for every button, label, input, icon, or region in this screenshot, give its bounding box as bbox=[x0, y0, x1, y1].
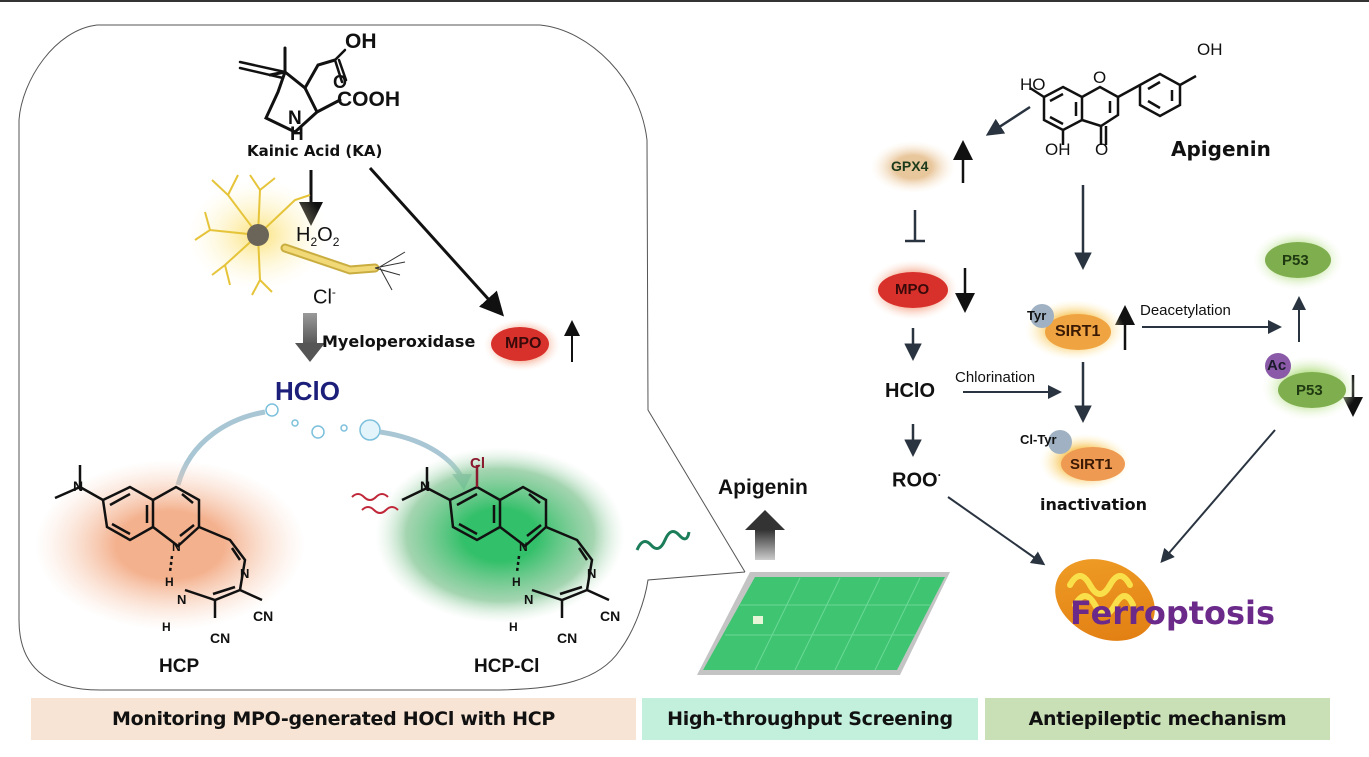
ka-n-label: N bbox=[288, 108, 302, 129]
hclo-right-label: HClO bbox=[885, 380, 935, 402]
hcp-cn1: CN bbox=[253, 608, 274, 624]
hcpcl-cn2: CN bbox=[557, 630, 578, 646]
gray-down-arrow bbox=[295, 313, 325, 362]
hcpcl-n-imine: N bbox=[587, 566, 597, 581]
hcp-n-dimethyl: N bbox=[73, 478, 84, 494]
hcpcl-cn1: CN bbox=[600, 608, 621, 624]
screening-hit-label: Apigenin bbox=[718, 476, 808, 499]
roo-main: ROO bbox=[892, 469, 938, 492]
p53-ac-shape bbox=[1278, 372, 1346, 408]
neuron-illustration bbox=[188, 174, 406, 296]
hcpcl-h2: H bbox=[509, 620, 518, 634]
ac-circle bbox=[1265, 353, 1291, 379]
arrow-apigenin-to-gpx4 bbox=[985, 105, 1031, 136]
apigenin-structure bbox=[1029, 72, 1197, 145]
hclo-bubbles bbox=[265, 403, 381, 441]
hcp-h2: H bbox=[162, 620, 171, 634]
ka-cooh-label: COOH bbox=[337, 88, 400, 111]
mpo-badge-label: MPO bbox=[505, 335, 542, 352]
arrow-roo-to-ferroptosis bbox=[947, 496, 1046, 566]
hcp-n-ring: N bbox=[172, 540, 181, 554]
hit-up-arrow bbox=[745, 510, 785, 560]
hcpcl-green-cloud bbox=[375, 447, 625, 623]
banner-mechanism: Antiepileptic mechanism bbox=[985, 698, 1330, 740]
chlorination-label: Chlorination bbox=[955, 369, 1036, 386]
h2o2-h: H bbox=[296, 224, 311, 246]
cltyr-label: Cl-Tyr bbox=[1020, 432, 1057, 447]
tyr-label: Tyr bbox=[1027, 308, 1047, 323]
chloride-charge: - bbox=[331, 285, 336, 299]
ferroptosis-label: Ferroptosis bbox=[1070, 594, 1276, 632]
hcpcl-structure bbox=[401, 465, 610, 618]
apigenin-o-ring: O bbox=[1093, 68, 1107, 87]
h2o2-label: H2O2 bbox=[296, 224, 339, 249]
hcpcl-n-dimethyl: N bbox=[420, 478, 431, 494]
cltyr-circle bbox=[1048, 430, 1072, 454]
p53-top-label: P53 bbox=[1282, 252, 1309, 269]
mitochondrion bbox=[1055, 559, 1155, 641]
ac-label: Ac bbox=[1267, 357, 1287, 374]
hcp-cn2: CN bbox=[210, 630, 231, 646]
ka-o-label: O bbox=[333, 72, 348, 92]
kainic-acid-structure bbox=[238, 46, 348, 134]
hcpcl-name: HCP-Cl bbox=[474, 656, 540, 677]
p53-top-shape bbox=[1265, 242, 1331, 278]
banner-monitoring: Monitoring MPO-generated HOCl with HCP bbox=[31, 698, 636, 740]
apigenin-name: Apigenin bbox=[1171, 137, 1271, 161]
deacetylation-label: Deacetylation bbox=[1140, 302, 1231, 319]
hcpcl-n-amine: N bbox=[524, 592, 534, 607]
mpo-badge-shape bbox=[491, 327, 549, 361]
p53-ac-label: P53 bbox=[1296, 382, 1323, 399]
sirt1-inactive-label: SIRT1 bbox=[1070, 456, 1113, 473]
hcp-name: HCP bbox=[159, 656, 200, 677]
inactivation-label: inactivation bbox=[1040, 495, 1148, 514]
hcpcl-n-ring: N bbox=[519, 540, 528, 554]
chloride-label: Cl- bbox=[313, 285, 336, 310]
red-wave bbox=[351, 493, 399, 514]
hcpcl-h1: H bbox=[512, 575, 521, 589]
banner-screening: High-throughput Screening bbox=[642, 698, 978, 740]
roo-radical: · bbox=[937, 468, 942, 482]
chloride-cl: Cl bbox=[313, 286, 332, 309]
top-border bbox=[0, 0, 1369, 2]
hcp-h1: H bbox=[165, 575, 174, 589]
mpo-right-shape bbox=[878, 272, 948, 308]
hcp-structure bbox=[54, 465, 263, 618]
ka-name: Kainic Acid (KA) bbox=[247, 142, 383, 160]
sirt1-active-shape bbox=[1045, 314, 1111, 350]
mpo-right-label: MPO bbox=[895, 281, 930, 298]
hcpcl-cl-label: Cl bbox=[470, 455, 485, 472]
arrow-ka-to-mpo bbox=[368, 166, 505, 317]
apigenin-oh-bottom: OH bbox=[1045, 140, 1071, 159]
apigenin-ho: HO bbox=[1020, 75, 1046, 94]
sirt1-active-label: SIRT1 bbox=[1055, 323, 1101, 340]
apigenin-o-bottom: O bbox=[1095, 140, 1109, 159]
h2o2-sub2: 2 bbox=[332, 235, 340, 249]
green-wave bbox=[635, 530, 691, 551]
ka-h-label: H bbox=[290, 124, 304, 145]
tyr-circle bbox=[1030, 304, 1054, 328]
ka-oh-label: OH bbox=[345, 30, 377, 53]
arrow-p53-to-ferroptosis bbox=[1160, 429, 1276, 564]
roo-label: ROO· bbox=[892, 468, 942, 493]
screening-plate bbox=[697, 572, 950, 675]
gpx4-label: GPX4 bbox=[891, 158, 929, 174]
myeloperoxidase-label: Myeloperoxidase bbox=[322, 332, 476, 351]
inhibition-gpx4-mpo bbox=[905, 210, 925, 243]
hcp-n-amine: N bbox=[177, 592, 187, 607]
hclo-label: HClO bbox=[275, 376, 340, 406]
h2o2-sub1: 2 bbox=[310, 235, 318, 249]
sirt1-inactive-shape bbox=[1061, 447, 1125, 481]
apigenin-oh-top: OH bbox=[1197, 40, 1223, 59]
panel-outline bbox=[18, 24, 746, 691]
h2o2-o: O bbox=[317, 224, 333, 246]
hcp-n-imine: N bbox=[240, 566, 250, 581]
